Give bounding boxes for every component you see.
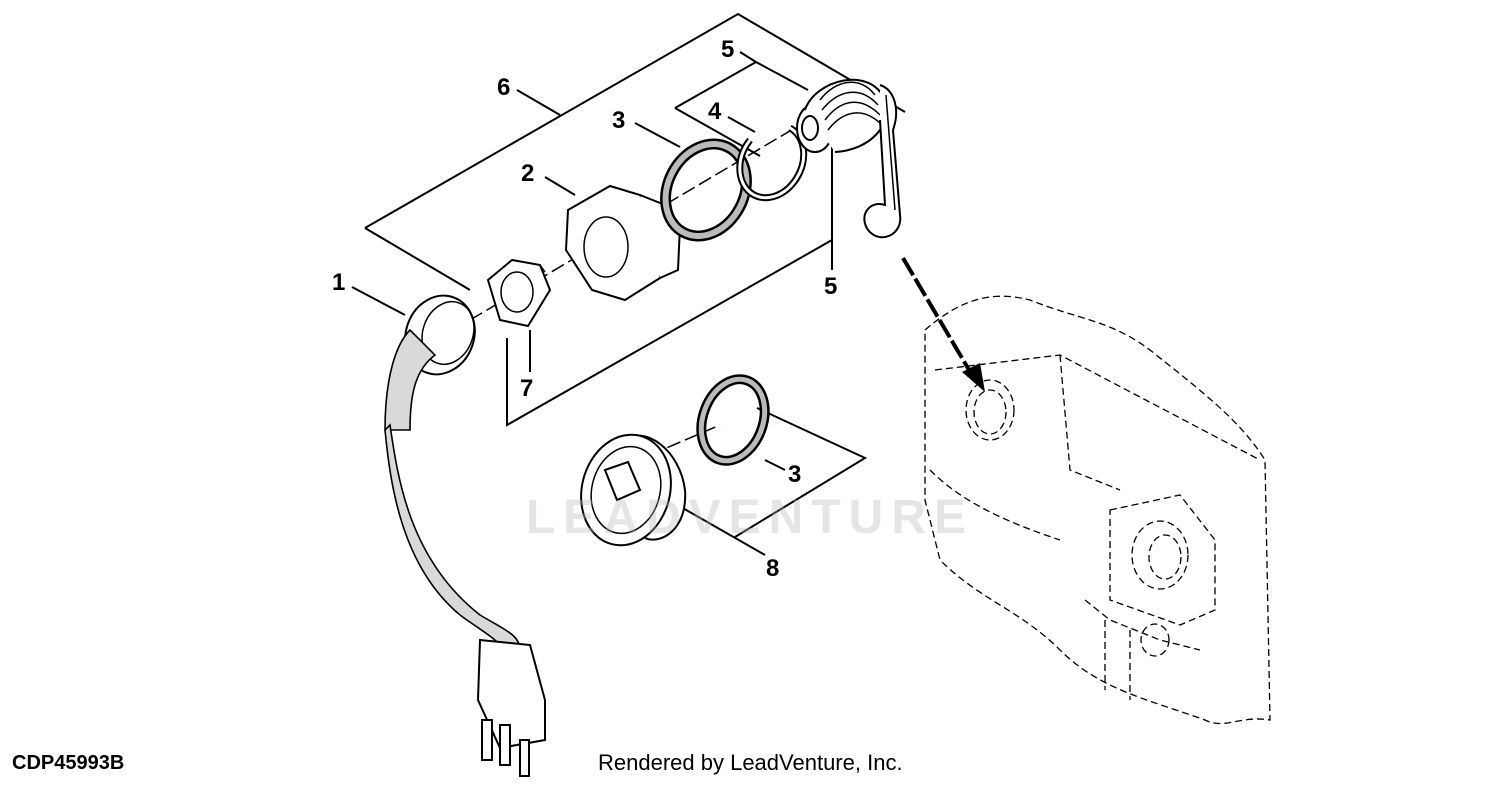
callout-3-lower: 3 — [788, 461, 801, 488]
part-4-snap-ring — [736, 124, 808, 202]
engine-block-phantom — [924, 295, 1271, 725]
part-3-o-ring-upper — [660, 138, 752, 242]
part-5-heater-element — [796, 78, 902, 239]
callout-4: 4 — [708, 98, 722, 125]
part-8-plug-cap — [580, 433, 687, 547]
part-7-hex-nut — [486, 258, 552, 328]
bracket-3-8 — [734, 407, 868, 538]
figure-id: CDP45993B — [12, 752, 125, 774]
callout-5-top: 5 — [721, 36, 734, 63]
part-1-cord — [384, 294, 546, 777]
part-3-o-ring-lower — [696, 374, 770, 466]
bracket-5-top — [674, 51, 809, 157]
bracket-7-5 — [506, 142, 833, 427]
callout-7: 7 — [520, 375, 533, 402]
watermark: LEADVENTURE — [525, 491, 975, 544]
callout-1: 1 — [332, 269, 345, 296]
callout-2: 2 — [521, 160, 534, 187]
render-credit: Rendered by LeadVenture, Inc. — [598, 750, 903, 775]
callout-8: 8 — [766, 555, 779, 582]
install-arrow — [901, 256, 985, 392]
callout-5-lower: 5 — [824, 273, 837, 300]
callout-3-upper: 3 — [612, 107, 625, 134]
callout-6: 6 — [497, 74, 510, 101]
